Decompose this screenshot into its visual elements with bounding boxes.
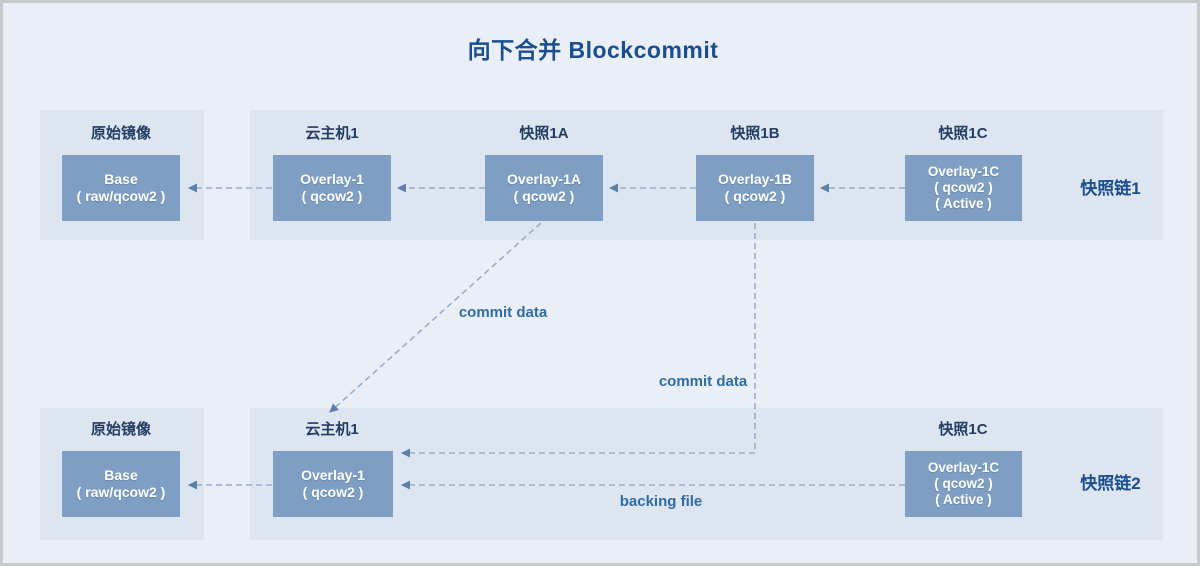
- node-line: ( qcow2 ): [934, 180, 993, 195]
- node-overlay1-chain1: Overlay-1 ( qcow2 ): [273, 155, 391, 221]
- group-label-snap1c: 快照1C: [938, 125, 988, 142]
- node-line: Base: [104, 467, 138, 483]
- group-label-base-2: 原始镜像: [90, 421, 151, 438]
- node-line: ( Active ): [935, 196, 992, 211]
- node-line: Overlay-1: [300, 171, 364, 187]
- diagram-title: 向下合并 Blockcommit: [467, 37, 719, 63]
- group-label-host-2: 云主机1: [305, 421, 359, 438]
- annotation-backing-file: backing file: [619, 493, 703, 510]
- group-label-snap1b: 快照1B: [730, 125, 780, 142]
- annotation-commit-data-1: commit data: [458, 304, 548, 321]
- node-overlay1b: Overlay-1B ( qcow2 ): [696, 155, 814, 221]
- node-line: ( raw/qcow2 ): [76, 188, 166, 204]
- node-base-chain2: Base ( raw/qcow2 ): [62, 451, 180, 517]
- node-line: Base: [104, 171, 138, 187]
- node-line: ( qcow2 ): [724, 188, 786, 204]
- node-line: Overlay-1: [301, 467, 365, 483]
- node-line: Overlay-1C: [927, 164, 1000, 179]
- node-line: Overlay-1C: [927, 460, 1000, 475]
- node-overlay1-chain2: Overlay-1 ( qcow2 ): [273, 451, 393, 517]
- group-label-host-1: 云主机1: [305, 125, 359, 142]
- node-line: ( qcow2 ): [934, 476, 993, 491]
- node-line: ( raw/qcow2 ): [76, 484, 166, 500]
- node-overlay1c-chain2: Overlay-1C ( qcow2 ) ( Active ): [905, 451, 1022, 517]
- node-base-chain1: Base ( raw/qcow2 ): [62, 155, 180, 221]
- group-label-snap1a: 快照1A: [519, 125, 569, 142]
- node-line: ( qcow2 ): [302, 484, 364, 500]
- group-label-base-1: 原始镜像: [90, 125, 151, 142]
- node-line: ( qcow2 ): [301, 188, 363, 204]
- node-overlay1a: Overlay-1A ( qcow2 ): [485, 155, 603, 221]
- node-line: Overlay-1A: [507, 171, 581, 187]
- node-line: ( Active ): [935, 492, 992, 507]
- node-line: ( qcow2 ): [513, 188, 575, 204]
- annotation-commit-data-2: commit data: [658, 373, 748, 390]
- node-overlay1c-chain1: Overlay-1C ( qcow2 ) ( Active ): [905, 155, 1022, 221]
- chain2-name: 快照链2: [1080, 474, 1141, 493]
- chain1-name: 快照链1: [1080, 179, 1141, 198]
- node-line: Overlay-1B: [718, 171, 792, 187]
- group-label-snap1c-2: 快照1C: [938, 421, 988, 438]
